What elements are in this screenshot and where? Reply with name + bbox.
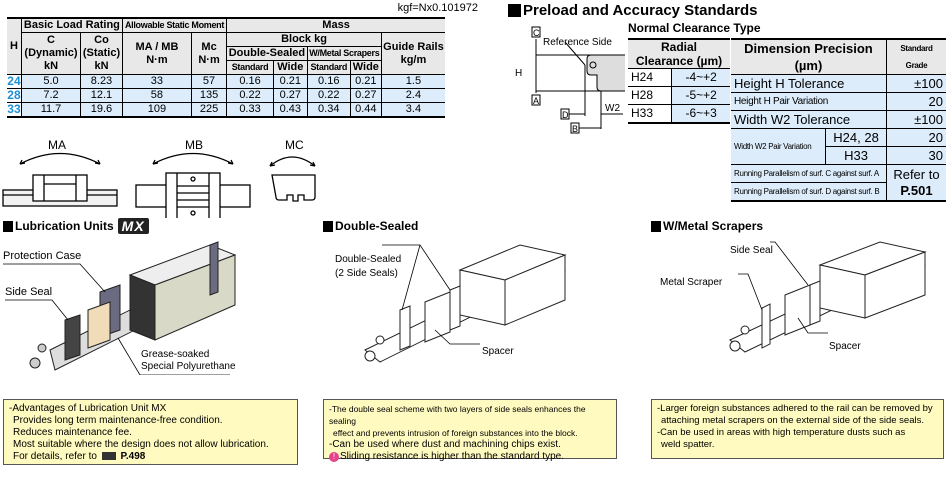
lubrication-note: -Advantages of Lubrication Unit MX Provi… <box>3 399 298 465</box>
preload-subtitle: Normal Clearance Type <box>628 21 761 35</box>
metal-scrapers-illustration <box>729 241 927 353</box>
reference-side-label: Reference Side <box>543 37 612 48</box>
col-allowable-moment: Allowable Static Moment <box>121 17 228 33</box>
spacer-label: Spacer <box>482 346 514 357</box>
table-row: H28-5~+2 <box>628 86 730 105</box>
protection-case-label: Protection Case <box>3 250 82 262</box>
col-block-kg: Block kg <box>226 32 382 47</box>
table-row: 33 11.7 19.6 109 225 0.33 0.43 0.34 0.44… <box>7 102 445 118</box>
table-row: Height H Tolerance±100 <box>731 74 946 93</box>
table-row: 28 7.2 12.1 58 135 0.22 0.27 0.22 0.27 2… <box>7 88 445 103</box>
col-co-static: Co(Static)kN <box>80 32 123 75</box>
col-double-sealed: Double-Sealed <box>226 46 308 61</box>
moment-mb-label: MB <box>185 138 203 152</box>
lubrication-unit-illustration <box>3 241 237 375</box>
table-row: Width W2 Tolerance±100 <box>731 110 946 129</box>
dimension-precision-header: Dimension Precision (µm) <box>731 38 887 75</box>
caution-icon: ! <box>329 452 339 462</box>
table-row: H33-6~+3 <box>628 104 730 124</box>
table-row: Width W2 Pair Variation H24, 28 20 <box>731 128 946 165</box>
col-ms-standard: Standard <box>306 60 351 75</box>
standard-grade-header: Standard Grade <box>885 38 946 75</box>
dimension-h-label: H <box>515 68 522 79</box>
radial-clearance-table: Radial Clearance (µm) H24-4~+2 H28-5~+2 … <box>628 38 730 124</box>
metal-scrapers-note: -Larger foreign substances adhered to th… <box>651 399 944 459</box>
moment-ma-diagram <box>2 152 118 207</box>
col-ds-standard: Standard <box>226 60 274 75</box>
svg-text:D: D <box>562 110 569 120</box>
side-seal-label: Side Seal <box>5 286 53 298</box>
side-seal-label-scrapers: Side Seal <box>730 245 773 256</box>
dimension-w2-label: W2 <box>605 103 620 114</box>
double-sealed-note: -The double seal scheme with two layers … <box>323 399 617 462</box>
load-rating-table: H Basic Load Rating Allowable Static Mom… <box>7 17 445 118</box>
section-marker-icon <box>3 220 13 232</box>
moment-diagrams: MA MB MC <box>2 138 316 218</box>
col-basic-load-rating: Basic Load Rating <box>20 17 123 33</box>
col-ds-wide: Wide <box>272 60 308 75</box>
reference-side-diagram: C A D B H W2 <box>515 26 625 134</box>
double-sealed-section-title: Double-Sealed <box>323 219 418 233</box>
col-metal-scrapers: W/Metal Scrapers <box>306 46 382 61</box>
spacer-label-scrapers: Spacer <box>829 341 861 352</box>
col-c-dynamic: C(Dynamic)kN <box>21 32 82 75</box>
section-marker-icon <box>323 220 333 232</box>
mx-badge: MX <box>117 218 149 234</box>
catalog-page-icon <box>101 452 116 461</box>
col-ms-wide: Wide <box>349 60 382 75</box>
moment-ma-label: MA <box>48 138 66 152</box>
dimension-precision-table: Dimension Precision (µm) Standard Grade … <box>731 38 946 202</box>
table-row: Running Parallelism of surf. C against s… <box>731 164 946 202</box>
double-sealed-label: Double-Sealed (2 Side Seals) <box>335 254 402 279</box>
double-sealed-illustration <box>364 244 567 363</box>
surface-a-box <box>531 94 541 106</box>
table-row: Running Parallelism of surf. D against s… <box>731 182 946 202</box>
table-row: H24-4~+2 <box>628 68 730 87</box>
preload-section-title: Preload and Accuracy Standards <box>508 2 758 19</box>
svg-text:B: B <box>572 124 578 134</box>
svg-text:C: C <box>533 28 540 38</box>
section-marker-icon <box>508 4 521 17</box>
table-row: 24 5.0 8.23 33 57 0.16 0.21 0.16 0.21 1.… <box>7 74 445 89</box>
radial-clearance-header: Radial Clearance (µm) <box>628 38 730 69</box>
section-marker-icon <box>651 220 661 232</box>
moment-mc-label: MC <box>285 138 304 152</box>
col-mass: Mass <box>226 17 445 33</box>
lubrication-section-title: Lubrication Units MX <box>3 218 149 234</box>
metal-scraper-label: Metal Scraper <box>660 277 723 288</box>
col-h: H <box>7 17 22 75</box>
surface-c-box <box>531 26 541 38</box>
page-ref-link[interactable]: P.498 <box>120 451 146 462</box>
grease-label: Grease-soaked Special Polyurethane <box>141 349 236 372</box>
svg-text:A: A <box>533 96 539 106</box>
moment-mb-diagram <box>135 152 251 218</box>
moment-mc-diagram <box>269 156 316 202</box>
metal-scrapers-section-title: W/Metal Scrapers <box>651 219 763 233</box>
unit-conversion-note: kgf=Nx0.101972 <box>397 2 478 14</box>
